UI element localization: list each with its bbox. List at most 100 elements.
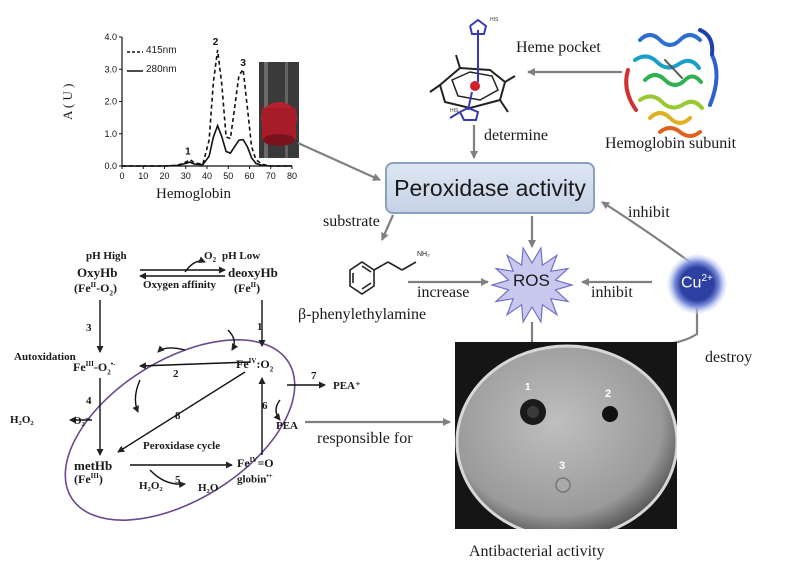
y-tick-label: 4.0 xyxy=(104,32,117,42)
x-tick-label: 70 xyxy=(266,171,276,181)
x-tick-label: 80 xyxy=(287,171,297,181)
petri-dish-photo: 1 2 3 xyxy=(455,342,677,529)
ros-starburst xyxy=(489,246,575,324)
antibacterial-activity-label: Antibacterial activity xyxy=(469,543,605,560)
methb-state-label: (FeIII) xyxy=(74,472,103,486)
nh2-label: NH₂ xyxy=(417,251,430,258)
autoxidation-label: Autoxidation xyxy=(14,351,76,363)
cu-charge: 2+ xyxy=(701,273,713,284)
step-3-label: 3 xyxy=(86,322,92,334)
x-tick-label: 20 xyxy=(159,171,169,181)
fe4-o-text: Fe xyxy=(237,456,250,470)
step-6-label: 6 xyxy=(262,400,268,412)
x-tick-label: 30 xyxy=(181,171,191,181)
phenylethylamine-structure xyxy=(349,261,417,295)
y-tick-label: 1.0 xyxy=(104,129,117,139)
substrate-label: substrate xyxy=(323,213,380,230)
step-1-label: 1 xyxy=(257,321,263,333)
ph-high-label: pH High xyxy=(86,250,127,262)
well-2-zone xyxy=(602,406,618,422)
y-tick-label: 2.0 xyxy=(104,97,117,107)
oxyhb-state-text: (Fe xyxy=(74,281,91,295)
deoxyhb-label: deoxyHb xyxy=(228,265,278,280)
fe3-text: Fe xyxy=(73,360,86,374)
his-label-top: HIS xyxy=(490,17,499,23)
hemoglobin-vial-photo xyxy=(259,62,299,158)
pea-label: PEA xyxy=(276,420,298,432)
hemoglobin-subunit-label: Hemoglobin subunit xyxy=(605,135,737,152)
phenylethylamine-label: β-phenylethylamine xyxy=(298,306,427,323)
responsible-for-label: responsible for xyxy=(317,430,413,447)
deoxyhb-state-label: (FeII) xyxy=(234,281,261,295)
h2o2-left-label: H₂O₂ xyxy=(10,414,34,426)
fe4-o-label: FeIV=O xyxy=(237,456,274,470)
heme-pocket-label: Heme pocket xyxy=(516,39,601,56)
oxyhb-label: OxyHb xyxy=(77,265,118,280)
o2-minus-label: O₂⁻ xyxy=(73,415,91,427)
ros-label: ROS xyxy=(513,271,550,290)
h2o-bottom-label: H₂O xyxy=(198,482,219,494)
destroy-label: destroy xyxy=(705,349,753,366)
flow-arrows xyxy=(297,68,699,426)
cu-text: Cu xyxy=(681,274,702,292)
legend-415-label: 415nm xyxy=(146,45,177,56)
well-3-zone xyxy=(555,477,571,493)
series-line-280nm xyxy=(122,123,292,167)
hemoglobin-subunit-image xyxy=(624,28,719,138)
peroxidase-activity-box: Peroxidase activity xyxy=(385,162,595,214)
y-tick-label: 0.0 xyxy=(104,161,117,171)
oxyhb-state-label: (FeII-O2) xyxy=(74,281,117,298)
globin-text: globin xyxy=(237,473,267,486)
cu-ion-circle xyxy=(667,254,727,314)
step-4-label: 4 xyxy=(86,395,92,407)
x-tick-label: 40 xyxy=(202,171,212,181)
methb-state-text: (Fe xyxy=(74,472,91,486)
well-2-label: 2 xyxy=(605,388,612,400)
x-tick-label: 50 xyxy=(223,171,233,181)
chart-y-axis-label: A ( U ) xyxy=(60,83,75,120)
peroxidase-cycle-ellipse xyxy=(64,339,296,521)
globin-label: globin•+ xyxy=(237,472,273,486)
x-tick-label: 60 xyxy=(244,171,254,181)
peak-label-3: 3 xyxy=(240,58,246,69)
x-tick-label: 0 xyxy=(119,171,124,181)
cu-label: Cu2+ xyxy=(681,273,713,292)
series-line-415nm xyxy=(122,49,292,167)
peroxidase-cycle-label: Peroxidase cycle xyxy=(143,440,221,452)
well-3-label: 3 xyxy=(559,460,566,472)
peroxidase-activity-label: Peroxidase activity xyxy=(394,174,586,201)
o2-top-text: O xyxy=(204,250,213,262)
y-tick-label: 3.0 xyxy=(104,64,117,74)
chart-x-axis-label: Hemoglobin xyxy=(156,186,231,202)
step-8-label: 8 xyxy=(175,410,181,422)
h2o2-bottom-label: H₂O₂ xyxy=(139,480,163,492)
his-label-bottom: HIS xyxy=(450,108,459,114)
peroxidase-cycle-diagram xyxy=(64,256,326,521)
arrow-chart-to-peroxidase xyxy=(297,141,381,182)
step-5-label: 5 xyxy=(175,474,181,486)
step-7-label: 7 xyxy=(311,370,317,382)
arrow-cu-inhibit-peroxidase xyxy=(601,201,691,263)
fe3-o2-label: FeIII-O2•- xyxy=(73,360,116,377)
oxygen-affinity-label: Oxygen affinity xyxy=(143,279,217,291)
methb-label: metHb xyxy=(74,458,113,473)
heme-molecule-image xyxy=(429,18,516,121)
fe4-text: Fe xyxy=(236,357,249,371)
increase-label: increase xyxy=(417,284,470,301)
deoxyhb-state-text: (Fe xyxy=(234,281,251,295)
inhibit-mid-label: inhibit xyxy=(591,284,633,301)
inhibit-top-label: inhibit xyxy=(628,204,670,221)
o2-top-label: O2 xyxy=(204,250,217,265)
pea-plus-label: PEA⁺ xyxy=(333,380,361,392)
peak-label-2: 2 xyxy=(213,37,219,48)
arrow-substrate xyxy=(380,214,395,241)
x-tick-label: 10 xyxy=(138,171,148,181)
legend-280-label: 280nm xyxy=(146,64,177,75)
fe4-o2-label: FeIV:O2 xyxy=(236,357,274,374)
step-2-label: 2 xyxy=(173,368,179,380)
peak-label-1: 1 xyxy=(185,147,191,158)
ph-low-label: pH Low xyxy=(222,250,261,262)
well-1-label: 1 xyxy=(525,382,531,393)
